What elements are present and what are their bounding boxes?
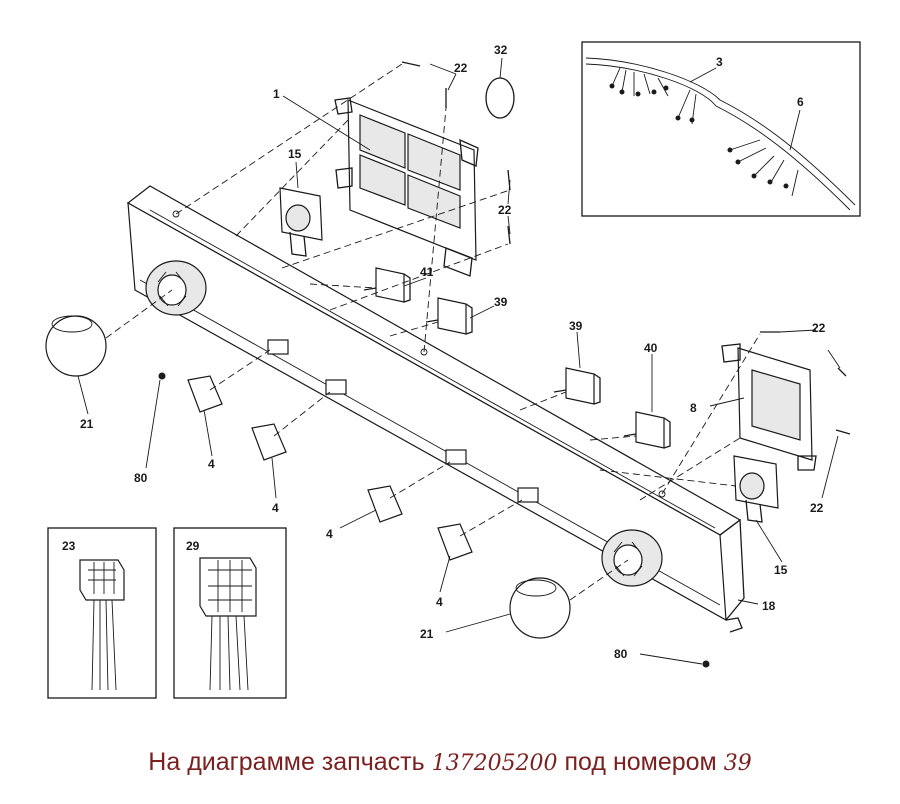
label-1: 1 [273,87,280,101]
switch-39-right [553,367,601,405]
label-4-a: 4 [208,457,215,471]
knob-21-left [45,315,107,377]
board-8 [721,343,817,471]
label-23: 23 [62,539,76,553]
rotary-switch-left [279,187,323,257]
label-15-right: 15 [774,563,788,577]
label-39-top: 39 [494,295,508,309]
knob-21-right [509,577,571,639]
clip-32 [485,77,515,119]
screws-22 [401,61,851,435]
connector-23-inset [47,527,157,699]
label-18: 18 [762,599,776,613]
exploded-parts-diagram: 1 22 32 3 6 15 22 41 39 39 40 22 8 22 15… [45,41,861,699]
label-15-left: 15 [288,147,302,161]
connector-29-inset [173,527,287,699]
rotary-switch-right [733,455,779,523]
label-21-right: 21 [420,627,434,641]
console-panel [126,185,745,633]
switch-39-top [425,297,473,335]
caption-middle: под номером [564,748,717,776]
label-4-c: 4 [326,527,333,541]
label-32: 32 [494,43,508,57]
label-21-left: 21 [80,417,94,431]
label-6: 6 [797,95,804,109]
screw-80-left [158,372,166,380]
caption-prefix: На диаграмме запчасть [148,748,425,776]
label-3: 3 [716,55,723,69]
label-8: 8 [690,401,697,415]
label-4-b: 4 [272,501,279,515]
harness-inset-box [581,41,861,217]
control-board [334,97,479,277]
switch-40 [623,411,671,449]
alignment-lines [105,63,761,601]
caption-part-number: 137205200 [431,751,558,776]
label-22-top: 22 [454,61,468,75]
label-80-right: 80 [614,647,628,661]
label-40: 40 [644,341,658,355]
label-22-bottom: 22 [810,501,824,515]
label-80-left: 80 [134,471,148,485]
label-22-mid: 22 [498,203,512,217]
screw-80-right [702,660,710,668]
label-39-right: 39 [569,319,583,333]
switch-41 [363,267,411,303]
caption-item-number: 39 [723,751,752,776]
label-29: 29 [186,539,200,553]
caption: На диаграмме запчасть 137205200 под номе… [0,748,900,777]
label-41: 41 [420,265,434,279]
leader-lines [77,57,841,665]
label-22-right: 22 [812,321,826,335]
part-labels: 1 22 32 3 6 15 22 41 39 39 40 22 8 22 15… [62,43,826,661]
label-4-d: 4 [436,595,443,609]
